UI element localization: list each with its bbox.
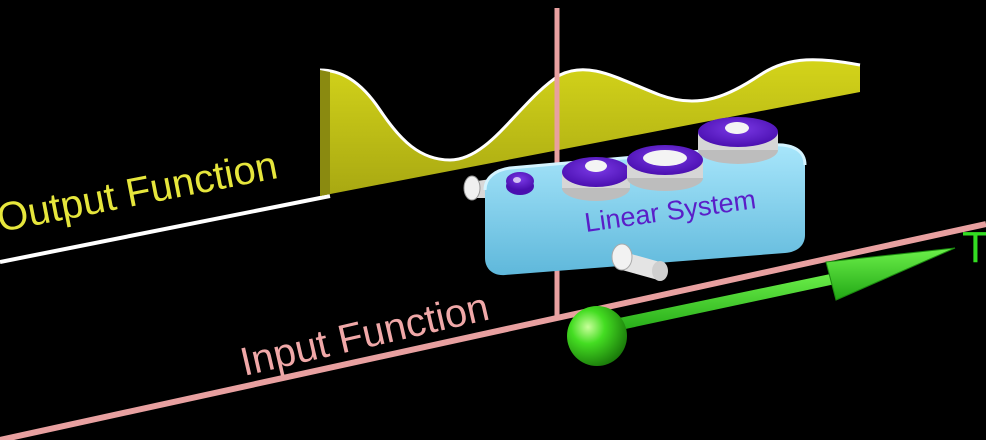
linear-system-box: Linear System — [463, 117, 807, 281]
time-axis-label: T — [962, 223, 986, 272]
output-baseline — [0, 194, 331, 264]
input-time-axis — [0, 221, 986, 440]
time-arrow — [567, 247, 956, 366]
knob-icon — [611, 243, 668, 281]
ball-icon — [567, 306, 627, 366]
output-function-label: Output Function — [0, 143, 281, 240]
gear-icon — [506, 172, 534, 195]
gear-icon — [698, 117, 778, 164]
gear-icon — [627, 145, 703, 191]
input-function-label: Input Function — [236, 285, 493, 385]
gear-icon — [562, 157, 630, 201]
output-wave — [319, 58, 861, 197]
